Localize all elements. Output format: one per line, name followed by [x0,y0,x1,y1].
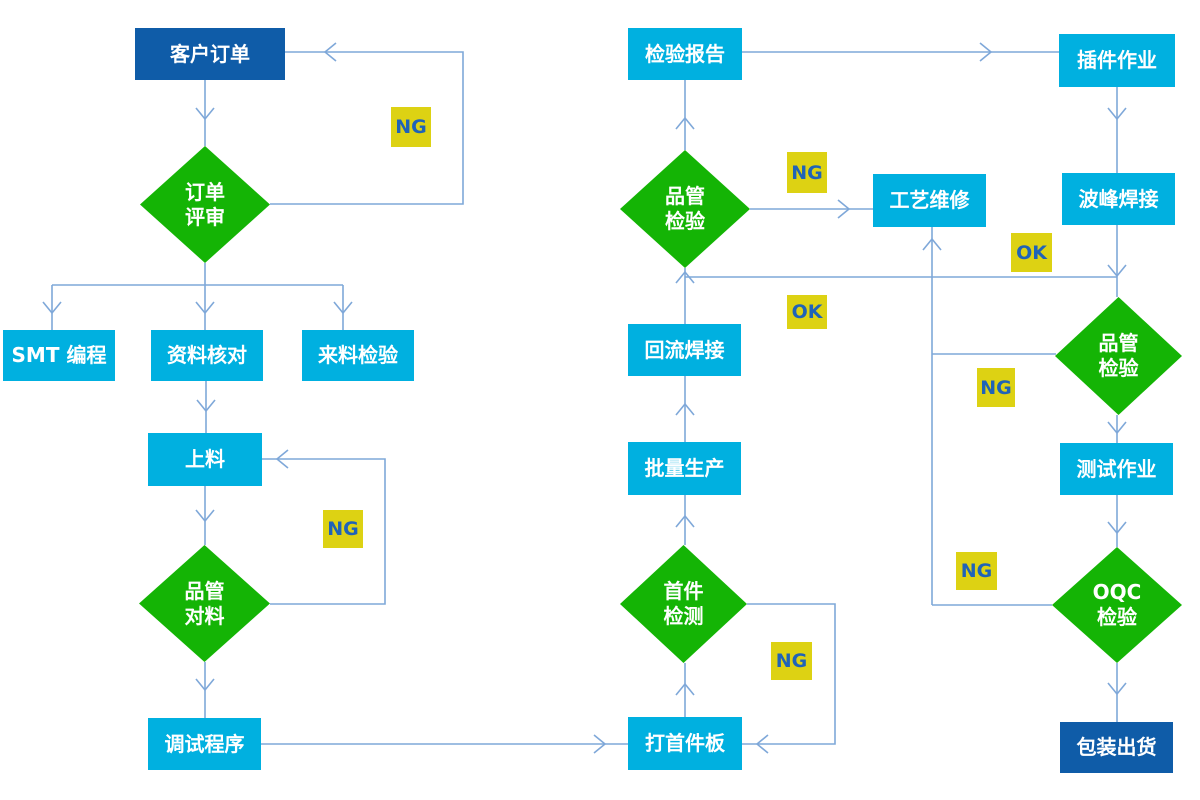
node-label: 插件作业 [1077,48,1157,72]
node-first-board: 打首件板 [628,717,742,770]
node-label: SMT 编程 [11,343,107,367]
badge-ng-qc2: NG [977,368,1015,407]
node-label: 资料核对 [167,343,247,367]
node-label: 波峰焊接 [1078,186,1159,211]
node-customer-order: 客户订单 [135,28,285,80]
node-tht-assembly: 插件作业 [1059,34,1175,87]
arrowhead-right [837,199,851,219]
node-label: 首件 检测 [663,579,704,628]
node-label: 工艺维修 [889,188,970,212]
node-label: 包装出货 [1076,735,1157,759]
node-test-operation: 测试作业 [1060,443,1173,495]
node-label: 调试程序 [164,731,245,756]
edge-order-review-ng-to-customer-order [270,51,464,205]
node-label: 品管 检验 [665,184,705,233]
badge-ng-material-check: NG [323,510,363,548]
node-label: 品管 对料 [184,578,225,628]
arrowhead-down [1107,682,1127,696]
node-label: 回流焊接 [644,337,725,362]
node-process-repair: 工艺维修 [873,174,986,227]
node-label: 订单 评审 [185,179,225,229]
badge-ng-order-review: NG [391,107,431,147]
arrowhead-up [675,682,695,696]
badge-ng-first-article: NG [771,642,812,680]
node-label: 客户订单 [170,41,250,66]
node-debug-program: 调试程序 [148,718,261,770]
arrowhead-left [755,734,769,754]
node-data-check: 资料核对 [151,330,263,381]
badge-ok-wave: OK [1011,233,1052,272]
arrowhead-down [196,399,216,413]
arrowhead-down [42,301,62,315]
arrowhead-down [1107,107,1127,121]
arrowhead-up [675,270,695,284]
arrowhead-left [323,42,337,62]
badge-ok-qc1: OK [787,295,827,329]
node-inspection-report: 检验报告 [628,28,742,80]
arrowhead-down [195,301,215,315]
node-loading: 上料 [148,433,262,486]
node-packing-shipping: 包装出货 [1060,722,1173,773]
arrowhead-down [195,509,215,523]
node-label: 打首件板 [645,731,725,755]
node-reflow-soldering: 回流焊接 [628,324,741,376]
arrowhead-down [1107,264,1127,278]
arrowhead-left [275,449,289,469]
node-label: 批量生产 [644,456,725,480]
node-label: 来料检验 [318,343,398,367]
node-label: OQC 检验 [1092,580,1142,629]
node-label: 上料 [185,447,225,471]
arrowhead-right [979,42,993,62]
arrowhead-up [675,402,695,416]
node-label: 检验报告 [645,41,725,66]
arrowhead-down [1107,521,1127,535]
arrowhead-down [1107,421,1127,435]
badge-ng-qc1: NG [787,152,827,193]
node-label: 品管 检验 [1098,331,1139,380]
edge-qc-material-ng-to-loading [262,458,386,605]
edge-fai-ng-to-first-board [742,603,836,745]
arrowhead-down [333,301,353,315]
node-incoming-inspection: 来料检验 [302,330,414,381]
badge-ng-oqc: NG [956,552,997,590]
arrowhead-right [593,734,607,754]
node-mass-production: 批量生产 [628,442,741,495]
node-smt-programming: SMT 编程 [3,330,115,381]
arrowhead-up [922,237,942,251]
arrowhead-up [675,514,695,528]
arrowhead-down [195,107,215,121]
arrowhead-up [675,116,695,130]
node-label: 测试作业 [1076,456,1157,481]
node-wave-soldering: 波峰焊接 [1062,173,1175,225]
arrowhead-down [195,678,215,692]
edge-order-review-branch [51,263,344,330]
